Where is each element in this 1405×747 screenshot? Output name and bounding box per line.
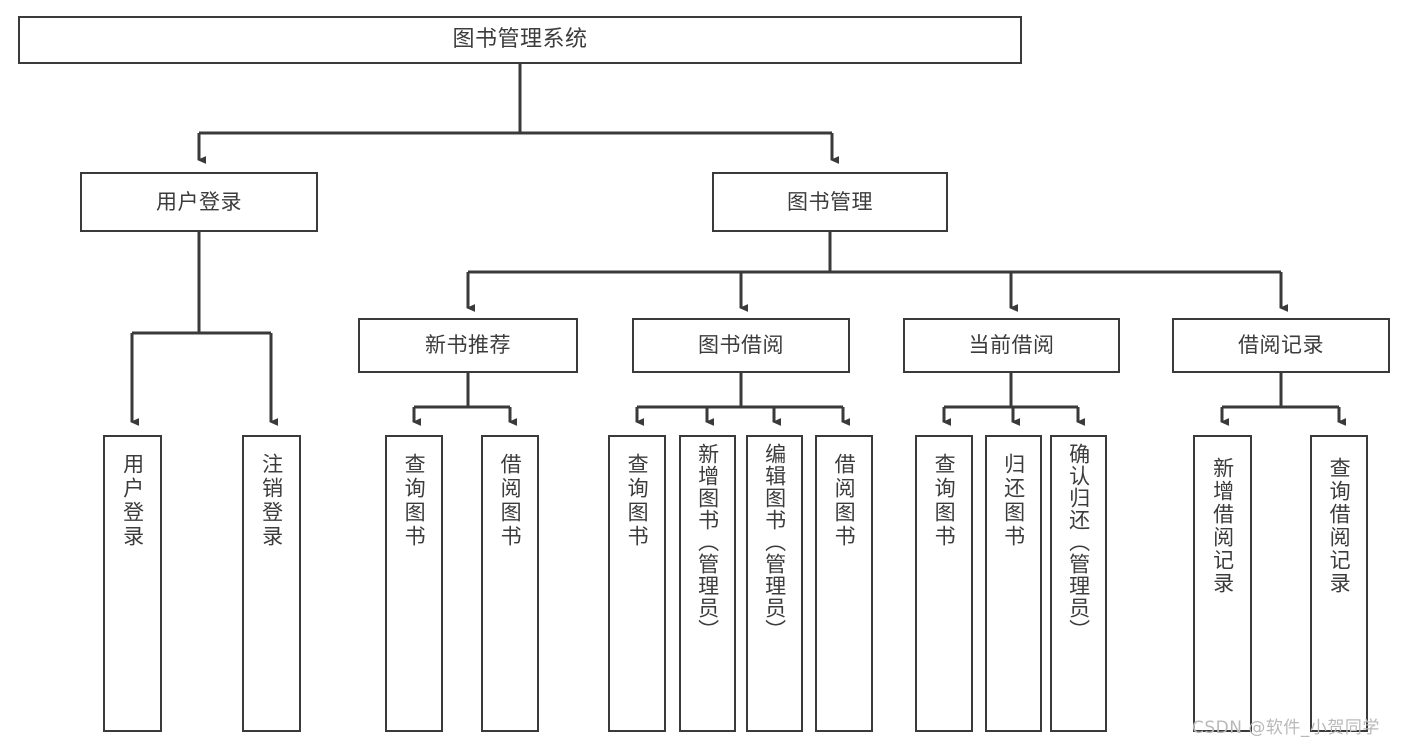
leaf-edit-book[interactable]: 编辑图书（管理员） [746,435,803,732]
node-label: 新书推荐 [425,333,511,358]
node-label: 新增图书（管理员） [695,443,720,641]
leaf-query-borrow-record[interactable]: 查询借阅记录 [1310,435,1368,732]
node-label: 查询图书 [402,453,427,549]
node-book-management[interactable]: 图书管理 [712,172,948,232]
leaf-query-book-3[interactable]: 查询图书 [915,435,973,732]
leaf-return-book[interactable]: 归还图书 [985,435,1042,732]
node-label: 图书管理系统 [452,27,588,53]
node-label: 查询借阅记录 [1327,457,1352,595]
node-book-borrow[interactable]: 图书借阅 [632,318,850,373]
node-label: 查询图书 [625,453,650,549]
node-label: 借阅图书 [498,453,523,549]
node-label: 借阅记录 [1238,333,1324,358]
node-current-borrow[interactable]: 当前借阅 [903,318,1120,373]
leaf-query-book-2[interactable]: 查询图书 [608,435,666,732]
node-label: 当前借阅 [968,333,1055,358]
leaf-add-borrow-record[interactable]: 新增借阅记录 [1193,435,1252,732]
leaf-query-book-1[interactable]: 查询图书 [385,435,443,732]
node-label: 图书借阅 [698,333,784,358]
leaf-add-book[interactable]: 新增图书（管理员） [679,435,736,732]
node-user-login[interactable]: 用户登录 [80,172,318,232]
node-borrow-record[interactable]: 借阅记录 [1172,318,1390,373]
node-label: 注销登录 [259,453,284,549]
node-label: 编辑图书（管理员） [762,443,787,641]
node-label: 用户登录 [156,189,242,214]
leaf-confirm-return[interactable]: 确认归还（管理员） [1050,435,1107,732]
leaf-borrow-book-2[interactable]: 借阅图书 [815,435,873,732]
node-root-system[interactable]: 图书管理系统 [18,16,1022,64]
node-label: 图书管理 [787,189,873,214]
node-label: 确认归还（管理员） [1066,443,1091,641]
node-label: 查询图书 [932,453,957,549]
node-label: 借阅图书 [832,453,857,549]
node-label: 归还图书 [1001,453,1026,549]
leaf-logout[interactable]: 注销登录 [242,435,301,732]
leaf-user-login[interactable]: 用户登录 [103,435,162,732]
node-label: 新增借阅记录 [1210,457,1235,595]
node-label: 用户登录 [120,453,145,549]
node-new-book-recommend[interactable]: 新书推荐 [358,318,578,373]
leaf-borrow-book-1[interactable]: 借阅图书 [481,435,539,732]
csdn-watermark: CSDN @软件_小贺同学 [1192,718,1380,738]
